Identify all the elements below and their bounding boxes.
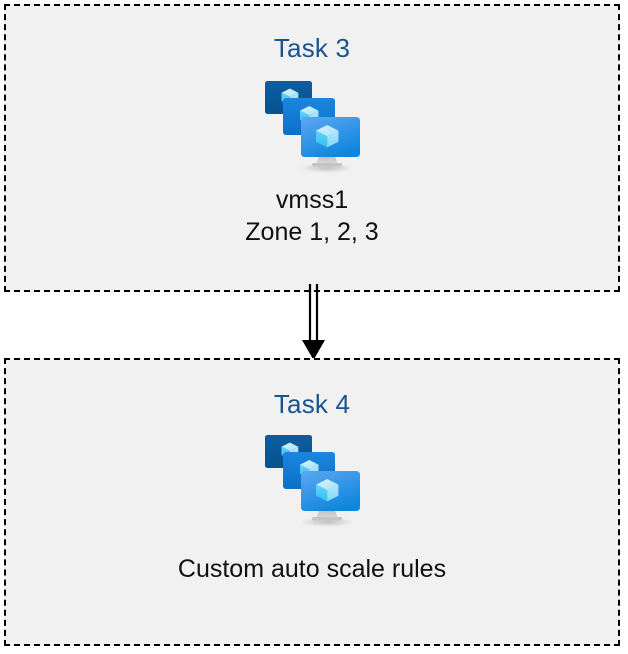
caption-line: vmss1 [275, 186, 349, 214]
caption-block: Custom auto scale rules [178, 553, 446, 585]
caption-line: Custom auto scale rules [177, 555, 447, 583]
task-box-task-3[interactable]: Task 3 [4, 4, 620, 292]
double-line-arrow [302, 284, 325, 360]
caption-block: vmss1 Zone 1, 2, 3 [245, 184, 378, 248]
virtual-machine-scale-set-icon [257, 75, 367, 175]
virtual-machine-scale-set-icon [257, 429, 367, 529]
task-title: Task 3 [273, 33, 351, 63]
task-title: Task 4 [273, 389, 351, 419]
caption-line: Zone 1, 2, 3 [245, 218, 379, 246]
task-box-task-4[interactable]: Task 4 [4, 358, 620, 646]
